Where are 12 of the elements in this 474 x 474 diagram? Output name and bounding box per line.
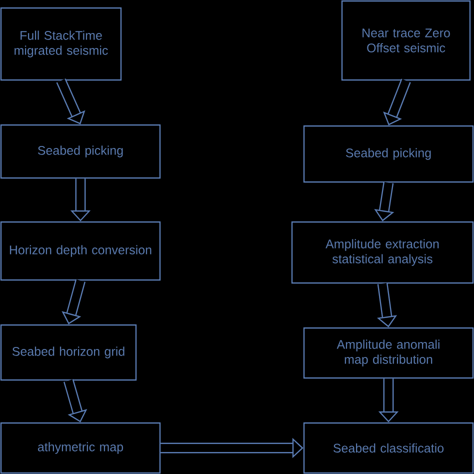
block-arrow <box>56 78 86 124</box>
process-box: Seabed classificatio <box>303 422 474 474</box>
process-box: Horizon depth conversion <box>0 221 161 281</box>
process-box: Seabed picking <box>303 125 474 183</box>
process-box: Seabed picking <box>0 124 161 179</box>
process-box: Amplitude extraction statistical analysis <box>291 221 474 284</box>
process-box: Full StackTime migrated seismic <box>0 7 122 81</box>
block-arrow <box>64 379 88 422</box>
process-box: Near trace Zero Offset seismic <box>341 0 471 81</box>
process-box: athymetric map <box>0 422 161 474</box>
process-box: Seabed horizon grid <box>0 324 137 381</box>
process-box: Amplitude anomali map distribution <box>303 327 474 379</box>
